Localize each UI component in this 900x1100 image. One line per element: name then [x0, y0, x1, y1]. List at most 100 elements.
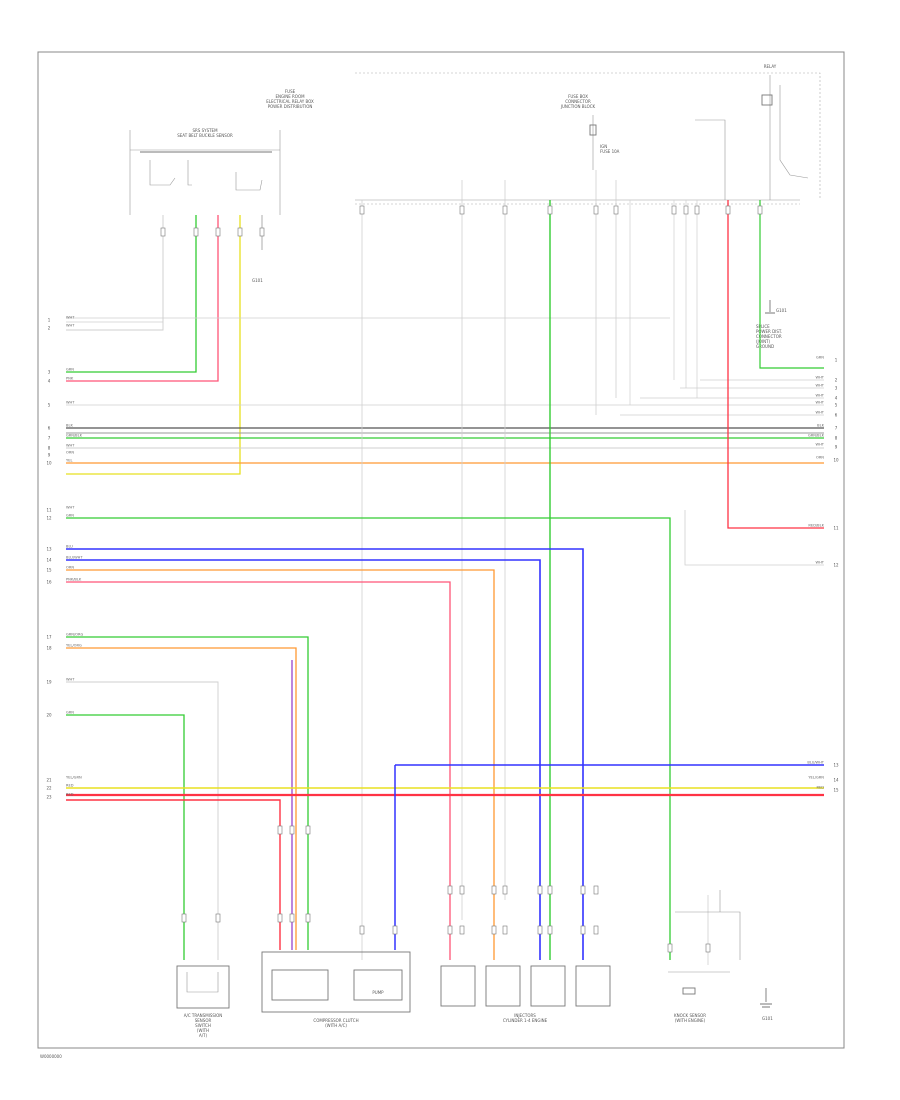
pin-left-9: 9 [48, 453, 51, 458]
wire-wht-sensor [66, 681, 219, 960]
injector-pin-2 [459, 925, 465, 935]
pin-left-1: 1 [48, 318, 51, 323]
wire-label-right-5: WHT [816, 401, 825, 405]
ground-label-2: G101 [762, 1016, 773, 1021]
pin-left-14: 14 [46, 558, 52, 563]
wire-label-right-6: WHT [816, 411, 825, 415]
bar-connector-2 [459, 205, 465, 215]
pin-left-19: 19 [46, 680, 52, 685]
injector-pin-upper-2 [459, 885, 465, 895]
page-code: W0000000 [40, 1054, 62, 1059]
pin-left-15: 15 [46, 568, 52, 573]
wire-red-compressor [66, 799, 281, 950]
top-dashed-bus [355, 72, 821, 200]
srs-label-line2: SEAT BELT BUCKLE SENSOR [177, 133, 233, 138]
pin-left-18: 18 [46, 646, 52, 651]
wire-label-left-2: WHT [66, 324, 75, 328]
relay-label: RELAY [764, 64, 777, 69]
bar-connector-10 [725, 205, 731, 215]
pin-left-22: 22 [46, 786, 52, 791]
wire-label-left-21: YEL/GRN [66, 776, 82, 780]
fuse-box-header: FUSE BOX CONNECTOR JUNCTION BLOCK IGN FU… [560, 94, 620, 170]
ign-label-1: IGN [600, 144, 607, 149]
compressor-pin-3 [305, 913, 311, 923]
b2-line2: (WITH A/C) [325, 1023, 347, 1028]
pin-right-10: 10 [833, 458, 839, 463]
pin-left-20: 20 [46, 713, 52, 718]
bar-connector-3 [502, 205, 508, 215]
b2-line1: COMPRESSOR CLUTCH [313, 1018, 358, 1023]
wire-label-left-18: YEL/ORG [66, 644, 82, 648]
wire-label-left-10: YEL [66, 459, 72, 463]
wire-grn-org [66, 636, 309, 950]
wire-label-left-23: RED [66, 793, 74, 797]
pin-left-2: 2 [48, 326, 51, 331]
splice-label-1: SPLICE [756, 324, 770, 329]
wire-label-right-13: BLU/WHT [807, 761, 824, 765]
wire-label-left-16: PNK/BLK [66, 578, 82, 582]
splice-label-3: CONNECTOR [756, 334, 782, 339]
pin-right-6: 6 [835, 413, 838, 418]
pump-pin-1 [359, 925, 365, 935]
pin-right-8: 8 [835, 436, 838, 441]
connector-layer [160, 205, 763, 953]
pin-left-11: 11 [46, 508, 52, 513]
fusebox-label-3: JUNCTION BLOCK [560, 104, 596, 109]
fuse-label-1: FUSE [285, 89, 296, 94]
ground-label-1: G101 [252, 278, 263, 283]
injector-pin-1 [447, 925, 453, 935]
wire-label-right-14: YEL/GRN [808, 776, 824, 780]
ground-label-3: G101 [776, 308, 787, 313]
ground-symbol-1: G101 [252, 278, 263, 283]
wire-label-left-9: ORN [66, 451, 74, 455]
sensor-pin-1 [181, 913, 187, 923]
bar-connector-9 [694, 205, 700, 215]
knock-sensor: KNOCK SENSOR (WITH ENGINE) [668, 890, 741, 1023]
b1-line5: A/T) [199, 1033, 208, 1038]
splice-label-4: (JOINT) [756, 339, 771, 344]
injector-pin-4 [502, 925, 508, 935]
fuse-label-4: POWER DISTRIBUTION [268, 104, 313, 109]
pin-left-7: 7 [48, 436, 51, 441]
ground-symbol-2: G101 [760, 988, 773, 1021]
wire-label-left-19: WHT [66, 678, 75, 682]
knock-pin-1 [667, 943, 673, 953]
pin-left-23: 23 [46, 795, 52, 800]
wire-label-left-17: GRN/ORG [66, 633, 84, 637]
injector-pin-upper-7 [580, 885, 586, 895]
pin-left-17: 17 [46, 635, 52, 640]
pin-left-5: 5 [48, 403, 51, 408]
wire-pnk-blk [66, 581, 451, 960]
wire-srs-yel [66, 215, 241, 475]
power-distribution-header: FUSE ENGINE ROOM ELECTRICAL RELAY BOX PO… [266, 89, 314, 109]
wire-grn-knock [66, 517, 671, 960]
injector-pin-8 [593, 925, 599, 935]
compressor-pin-2 [289, 913, 295, 923]
fuse-label-3: ELECTRICAL RELAY BOX [266, 99, 314, 104]
bar-connector-6 [613, 205, 619, 215]
pin-right-7: 7 [835, 426, 838, 431]
pin-left-4: 4 [48, 379, 51, 384]
b1-line4: (WITH [197, 1028, 209, 1033]
injector-pin-upper-4 [502, 885, 508, 895]
injector-pin-5 [537, 925, 543, 935]
pin-right-5: 5 [835, 403, 838, 408]
fusebox-label-2: CONNECTOR [565, 99, 591, 104]
pin-right-3: 3 [835, 386, 838, 391]
srs-connector-1 [160, 227, 166, 237]
pump-pin-2 [392, 925, 398, 935]
injector-pin-upper-5 [537, 885, 543, 895]
pin-right-12: 12 [833, 563, 839, 568]
bar-connector-11 [757, 205, 763, 215]
right-relay: RELAY [761, 64, 809, 200]
wire-label-left-22: RED [66, 784, 74, 788]
wire-label-right-7: BLK [817, 424, 824, 428]
sensor-pin-2 [215, 913, 221, 923]
right-splice-note: SPLICE POWER DIST. CONNECTOR (JOINT) GRO… [756, 324, 782, 349]
ign-label-2: FUSE 10A [600, 149, 620, 154]
fuse-label-2: ENGINE ROOM [275, 94, 305, 99]
wire-label-left-12: GRN [66, 514, 74, 518]
wire-label-left-1: WHT [66, 316, 75, 320]
injector-pin-6 [547, 925, 553, 935]
